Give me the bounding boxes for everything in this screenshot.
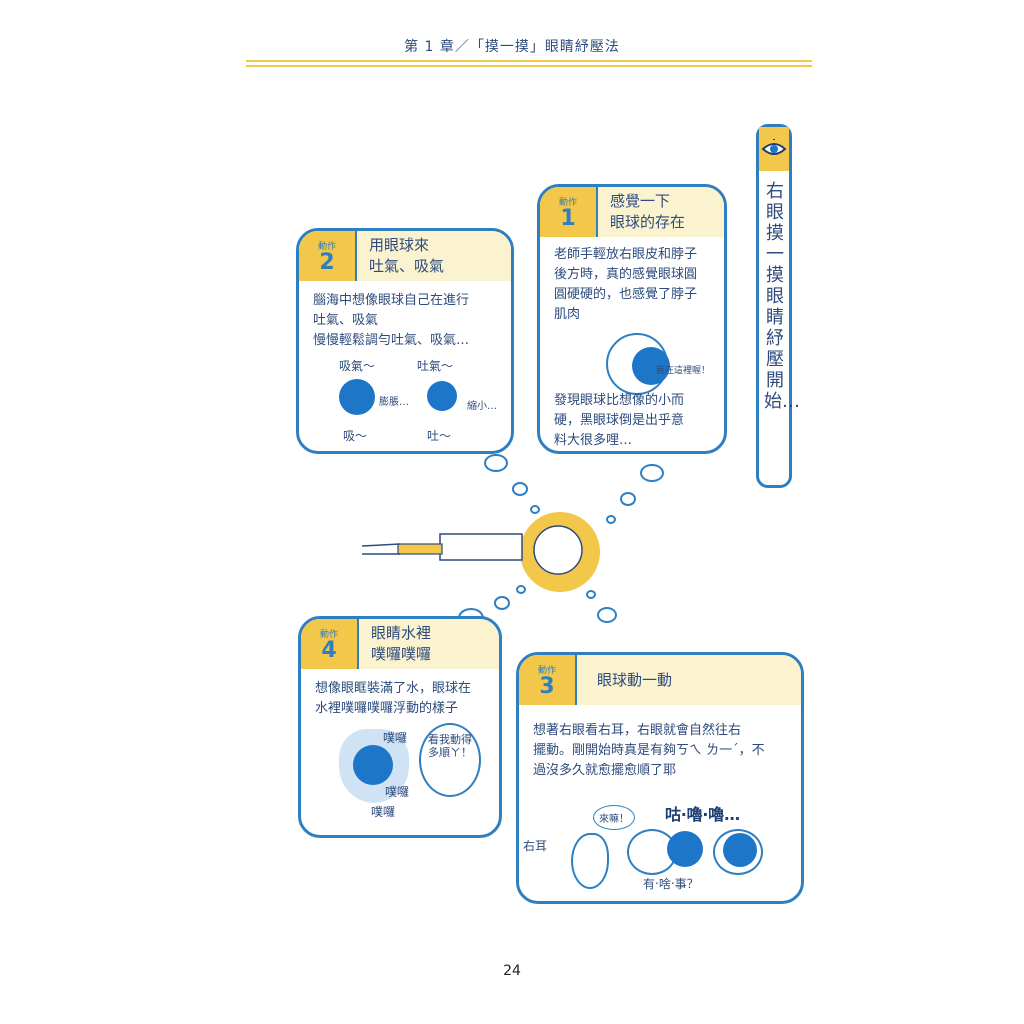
side-banner-text: 右眼摸一摸眼睛紓壓開始… <box>764 181 800 412</box>
step4-panel: 動作 4 眼睛水裡 噗囉噗囉 想像眼眶裝滿了水，眼球在 水裡噗囉噗囉浮動的樣子 … <box>298 616 502 838</box>
eyeball-exhale-icon <box>427 381 457 411</box>
exhale-short-label: 吐～ <box>427 429 452 443</box>
eyeball-face-icon <box>723 833 757 867</box>
thought-bubble <box>597 607 617 623</box>
page-number: 24 <box>503 963 521 979</box>
step-description: 想著右眼看右耳，右眼就會自然往右 擺動。剛開始時真是有夠ㄎㄟ ㄌ一ˊ，不 過沒多… <box>533 723 765 778</box>
header-rule <box>246 65 812 67</box>
lying-person-illustration <box>361 512 600 592</box>
thought-bubble <box>494 596 510 610</box>
eye-icon <box>759 127 789 171</box>
step-description: 腦海中想像眼球自己在進行 吐氣、吸氣 慢慢輕鬆調勻吐氣、吸氣… <box>313 293 470 348</box>
step-description: 老師手輕放右眼皮和脖子 後方時，真的感覺眼球圓 圓硬硬的，也感覺了脖子 肌肉 <box>554 247 698 322</box>
rolling-sound: 咕‧嚕‧嚕… <box>665 805 741 824</box>
eyeball-outline <box>713 829 763 875</box>
thought-bubble <box>640 464 664 482</box>
shrink-label: 縮小… <box>467 401 497 412</box>
side-banner: 右眼摸一摸眼睛紓壓開始… <box>756 124 800 488</box>
step-badge: 動作 4 <box>301 619 359 669</box>
step3-panel: 動作 3 眼球動一動 想著右眼看右耳，右眼就會自然往右 擺動。剛開始時真是有夠ㄎ… <box>516 652 804 904</box>
step-description: 發現眼球比想像的小而 硬，黑眼球倒是出乎意 料大很多哩… <box>554 393 685 448</box>
running-header: 第 1 章／「摸一摸」眼睛紓壓法 <box>404 39 620 55</box>
thought-bubble <box>516 585 526 594</box>
expand-label: 膨脹… <box>379 397 409 408</box>
floating-eyeball-icon <box>353 745 393 785</box>
thought-bubble <box>512 482 528 496</box>
eyeball-face-icon <box>667 831 703 867</box>
header-rule <box>246 60 812 62</box>
speech-bubble: 看我動得多順ㄚ！ <box>419 723 481 797</box>
eyeball-note: 我在這裡喔！ <box>656 366 711 376</box>
step-title: 眼睛水裡 噗囉噗囉 <box>371 624 432 663</box>
step-title: 用眼球來 吐氣、吸氣 <box>369 236 445 275</box>
eyeball-inhale-icon <box>339 379 375 415</box>
come-speech-bubble: 來嘛！ <box>593 805 635 830</box>
splash-label: 噗囉 <box>383 731 408 745</box>
thought-bubble <box>606 515 616 524</box>
right-ear-label: 右耳 <box>523 839 548 853</box>
step-badge: 動作 3 <box>519 655 577 705</box>
thought-bubble <box>484 454 508 472</box>
thought-bubble <box>586 590 596 599</box>
step-badge: 動作 1 <box>540 187 598 237</box>
exhale-label: 吐氣～ <box>417 359 454 373</box>
step2-panel: 動作 2 用眼球來 吐氣、吸氣 腦海中想像眼球自己在進行 吐氣、吸氣 慢慢輕鬆調… <box>296 228 514 454</box>
inhale-short-label: 吸～ <box>343 429 368 443</box>
step-description: 想像眼眶裝滿了水，眼球在 水裡噗囉噗囉浮動的樣子 <box>315 681 472 716</box>
what-is-it-label: 有‧啥‧事？ <box>643 877 699 891</box>
thought-bubble <box>620 492 636 506</box>
step-badge: 動作 2 <box>299 231 357 281</box>
step1-panel: 動作 1 感覺一下 眼球的存在 老師手輕放右眼皮和脖子 後方時，真的感覺眼球圓 … <box>537 184 727 454</box>
eyeball-face-icon <box>632 347 670 385</box>
thought-bubble <box>530 505 540 514</box>
splash-label: 噗囉 <box>371 805 396 819</box>
step-title: 感覺一下 眼球的存在 <box>610 192 686 231</box>
ear-icon <box>571 833 609 889</box>
splash-label: 噗囉 <box>385 785 410 799</box>
inhale-label: 吸氣～ <box>339 359 376 373</box>
step-title: 眼球動一動 <box>597 670 673 689</box>
